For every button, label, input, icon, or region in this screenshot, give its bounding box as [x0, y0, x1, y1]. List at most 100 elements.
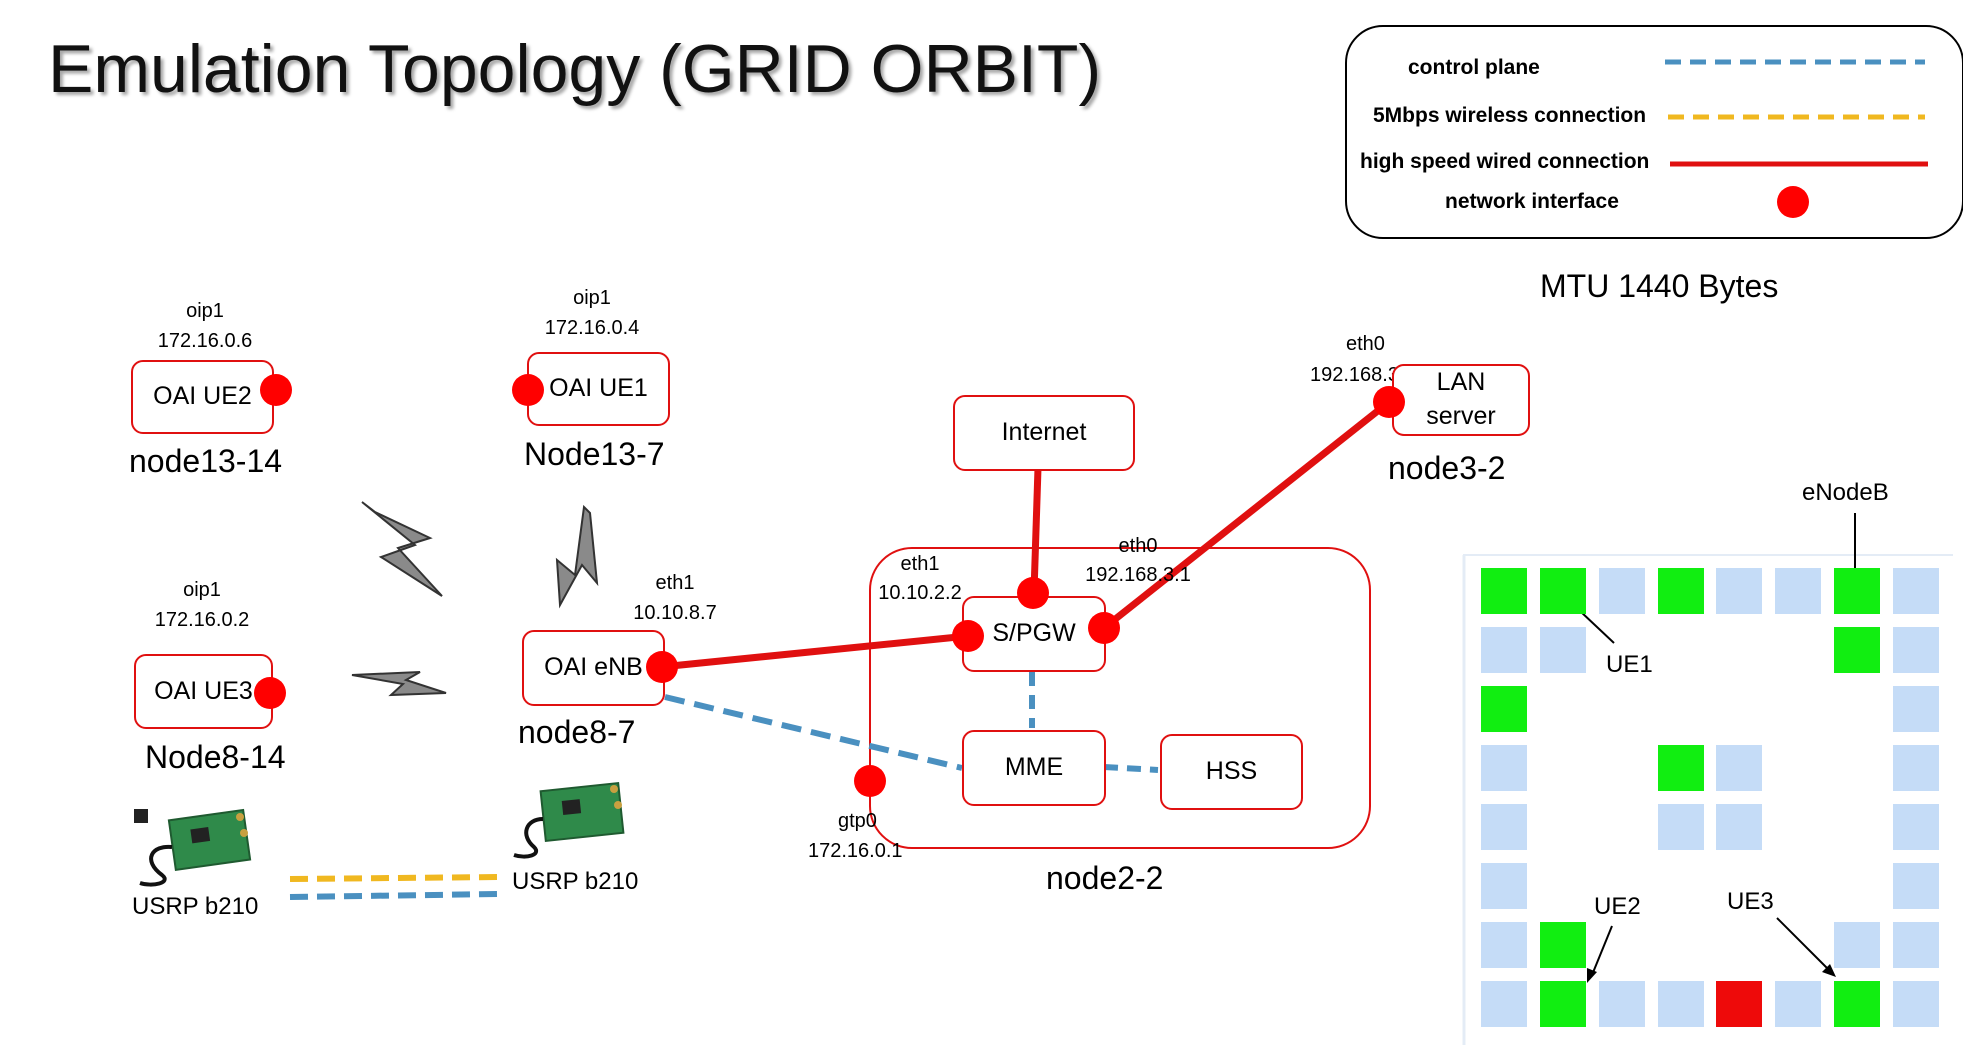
hss-box: HSS: [1160, 734, 1303, 810]
grid-cell-enodeb: [1716, 981, 1762, 1027]
grid-cell: [1893, 804, 1939, 850]
lan-host: node3-2: [1388, 450, 1506, 486]
grid-ue1-label: UE1: [1606, 651, 1653, 678]
internet-spgw-wired-line: [1030, 467, 1042, 593]
legend: [1345, 25, 1963, 239]
grid-cell: [1481, 922, 1527, 968]
legend-interface-dot: [1777, 186, 1809, 218]
ue1-ip: 172.16.0.4: [544, 317, 640, 339]
grid-cell: [1893, 922, 1939, 968]
grid-cell: [1775, 568, 1821, 614]
legend-control-plane-label: control plane: [1408, 56, 1540, 79]
enb-host: node8-7: [518, 714, 636, 750]
ue3-ip: 172.16.0.2: [154, 609, 250, 631]
spgw-eth0-dot: [1088, 612, 1120, 644]
grid-cell-ue: [1658, 745, 1704, 791]
ue1-host: Node13-7: [524, 436, 665, 472]
spgw-eth1-label: eth1 10.10.2.2: [870, 550, 970, 608]
mme-box: MME: [962, 730, 1106, 806]
grid-cell: [1893, 568, 1939, 614]
ue3-arrow: [1776, 917, 1830, 971]
core-host: node2-2: [1046, 860, 1164, 896]
ue3-box: OAI UE3: [134, 654, 273, 729]
grid-ue2-label: UE2: [1594, 893, 1641, 920]
grid-cell: [1481, 627, 1527, 673]
lightning-ue2-icon: [361, 501, 443, 597]
grid-cell: [1893, 686, 1939, 732]
ue2-host: node13-14: [129, 443, 283, 479]
spgw-eth0-ip: 192.168.3.1: [1085, 564, 1191, 586]
ue2-ip: 172.16.0.6: [157, 330, 253, 352]
spgw-eth0-label: eth0 192.168.3.1: [1078, 532, 1198, 590]
grid-cell: [1481, 745, 1527, 791]
grid-cell: [1775, 981, 1821, 1027]
enb-spgw-wired-line: [660, 632, 969, 671]
core-node-box: [869, 547, 1371, 849]
lightning-ue3-icon: [351, 671, 447, 697]
ue2-iface: oip1: [186, 300, 224, 322]
legend-wired-label: high speed wired connection: [1360, 150, 1650, 173]
grid-cell: [1481, 804, 1527, 850]
ue1-interface-dot: [512, 374, 544, 406]
enb-ip: 10.10.8.7: [633, 602, 717, 624]
mme-hss-control-line: [1103, 764, 1159, 773]
enb-interface-dot: [646, 651, 678, 683]
ue2-iface-label: oip1 172.16.0.6: [150, 296, 260, 356]
grid-cell: [1716, 568, 1762, 614]
grid-cell: [1658, 804, 1704, 850]
usrp-control-line: [289, 891, 501, 900]
slide-title: Emulation Topology (GRID ORBIT): [48, 31, 1102, 107]
ue2-interface-dot: [260, 374, 292, 406]
ue3-iface: oip1: [183, 579, 221, 601]
spgw-eth1-dot: [952, 620, 984, 652]
lan-iface: eth0: [1346, 333, 1385, 355]
grid-cell: [1893, 627, 1939, 673]
legend-interface-label: network interface: [1445, 190, 1619, 213]
grid-cell-ue: [1481, 568, 1527, 614]
lan-interface-dot: [1373, 386, 1405, 418]
grid-cell: [1834, 922, 1880, 968]
grid-cell: [1481, 863, 1527, 909]
grid-cell: [1599, 568, 1645, 614]
lightning-ue1-icon: [555, 504, 599, 609]
grid-cell-ue: [1658, 568, 1704, 614]
usrp-left-label: USRP b210: [132, 893, 259, 920]
ue3-interface-dot: [254, 677, 286, 709]
grid-cell-ue: [1834, 568, 1880, 614]
enb-mme-control-line: [664, 694, 963, 771]
grid-ue3-label: UE3: [1727, 888, 1774, 915]
lan-box: LAN server: [1392, 364, 1530, 436]
grid-cell: [1599, 981, 1645, 1027]
grid-cell-ue: [1481, 686, 1527, 732]
enb-iface: eth1: [655, 572, 695, 594]
ue3-iface-label: oip1 172.16.0.2: [147, 575, 257, 635]
ue2-arrow-head: [1587, 968, 1597, 983]
mtu-note: MTU 1440 Bytes: [1540, 268, 1779, 304]
grid-cell: [1481, 981, 1527, 1027]
spgw-eth1-iface: eth1: [900, 553, 940, 575]
ue1-box: OAI UE1: [527, 352, 670, 426]
enb-box: OAI eNB: [522, 630, 665, 706]
spgw-eth1-ip: 10.10.2.2: [878, 582, 962, 604]
lan-ip: 192.168.3.2: [1310, 364, 1416, 386]
ue1-iface: oip1: [573, 287, 611, 309]
legend-wireless-label: 5Mbps wireless connection: [1373, 104, 1647, 127]
ue3-host: Node8-14: [145, 739, 286, 775]
usrp-right-label: USRP b210: [512, 868, 639, 895]
grid-cell-ue: [1540, 922, 1586, 968]
spgw-lan-wired-line: [1101, 399, 1392, 631]
grid-cell: [1893, 745, 1939, 791]
gtp-ip: 172.16.0.1: [808, 840, 903, 862]
grid-cell-ue: [1834, 981, 1880, 1027]
spgw-internet-dot: [1017, 577, 1049, 609]
grid-cell: [1540, 627, 1586, 673]
grid-cell: [1893, 981, 1939, 1027]
ue1-iface-label: oip1 172.16.0.4: [537, 283, 647, 343]
usrp-left-icon: [134, 808, 252, 887]
enb-iface-label: eth1 10.10.8.7: [620, 568, 730, 628]
grid-cell: [1893, 863, 1939, 909]
ue2-arrow: [1591, 925, 1613, 976]
grid-cell: [1716, 804, 1762, 850]
